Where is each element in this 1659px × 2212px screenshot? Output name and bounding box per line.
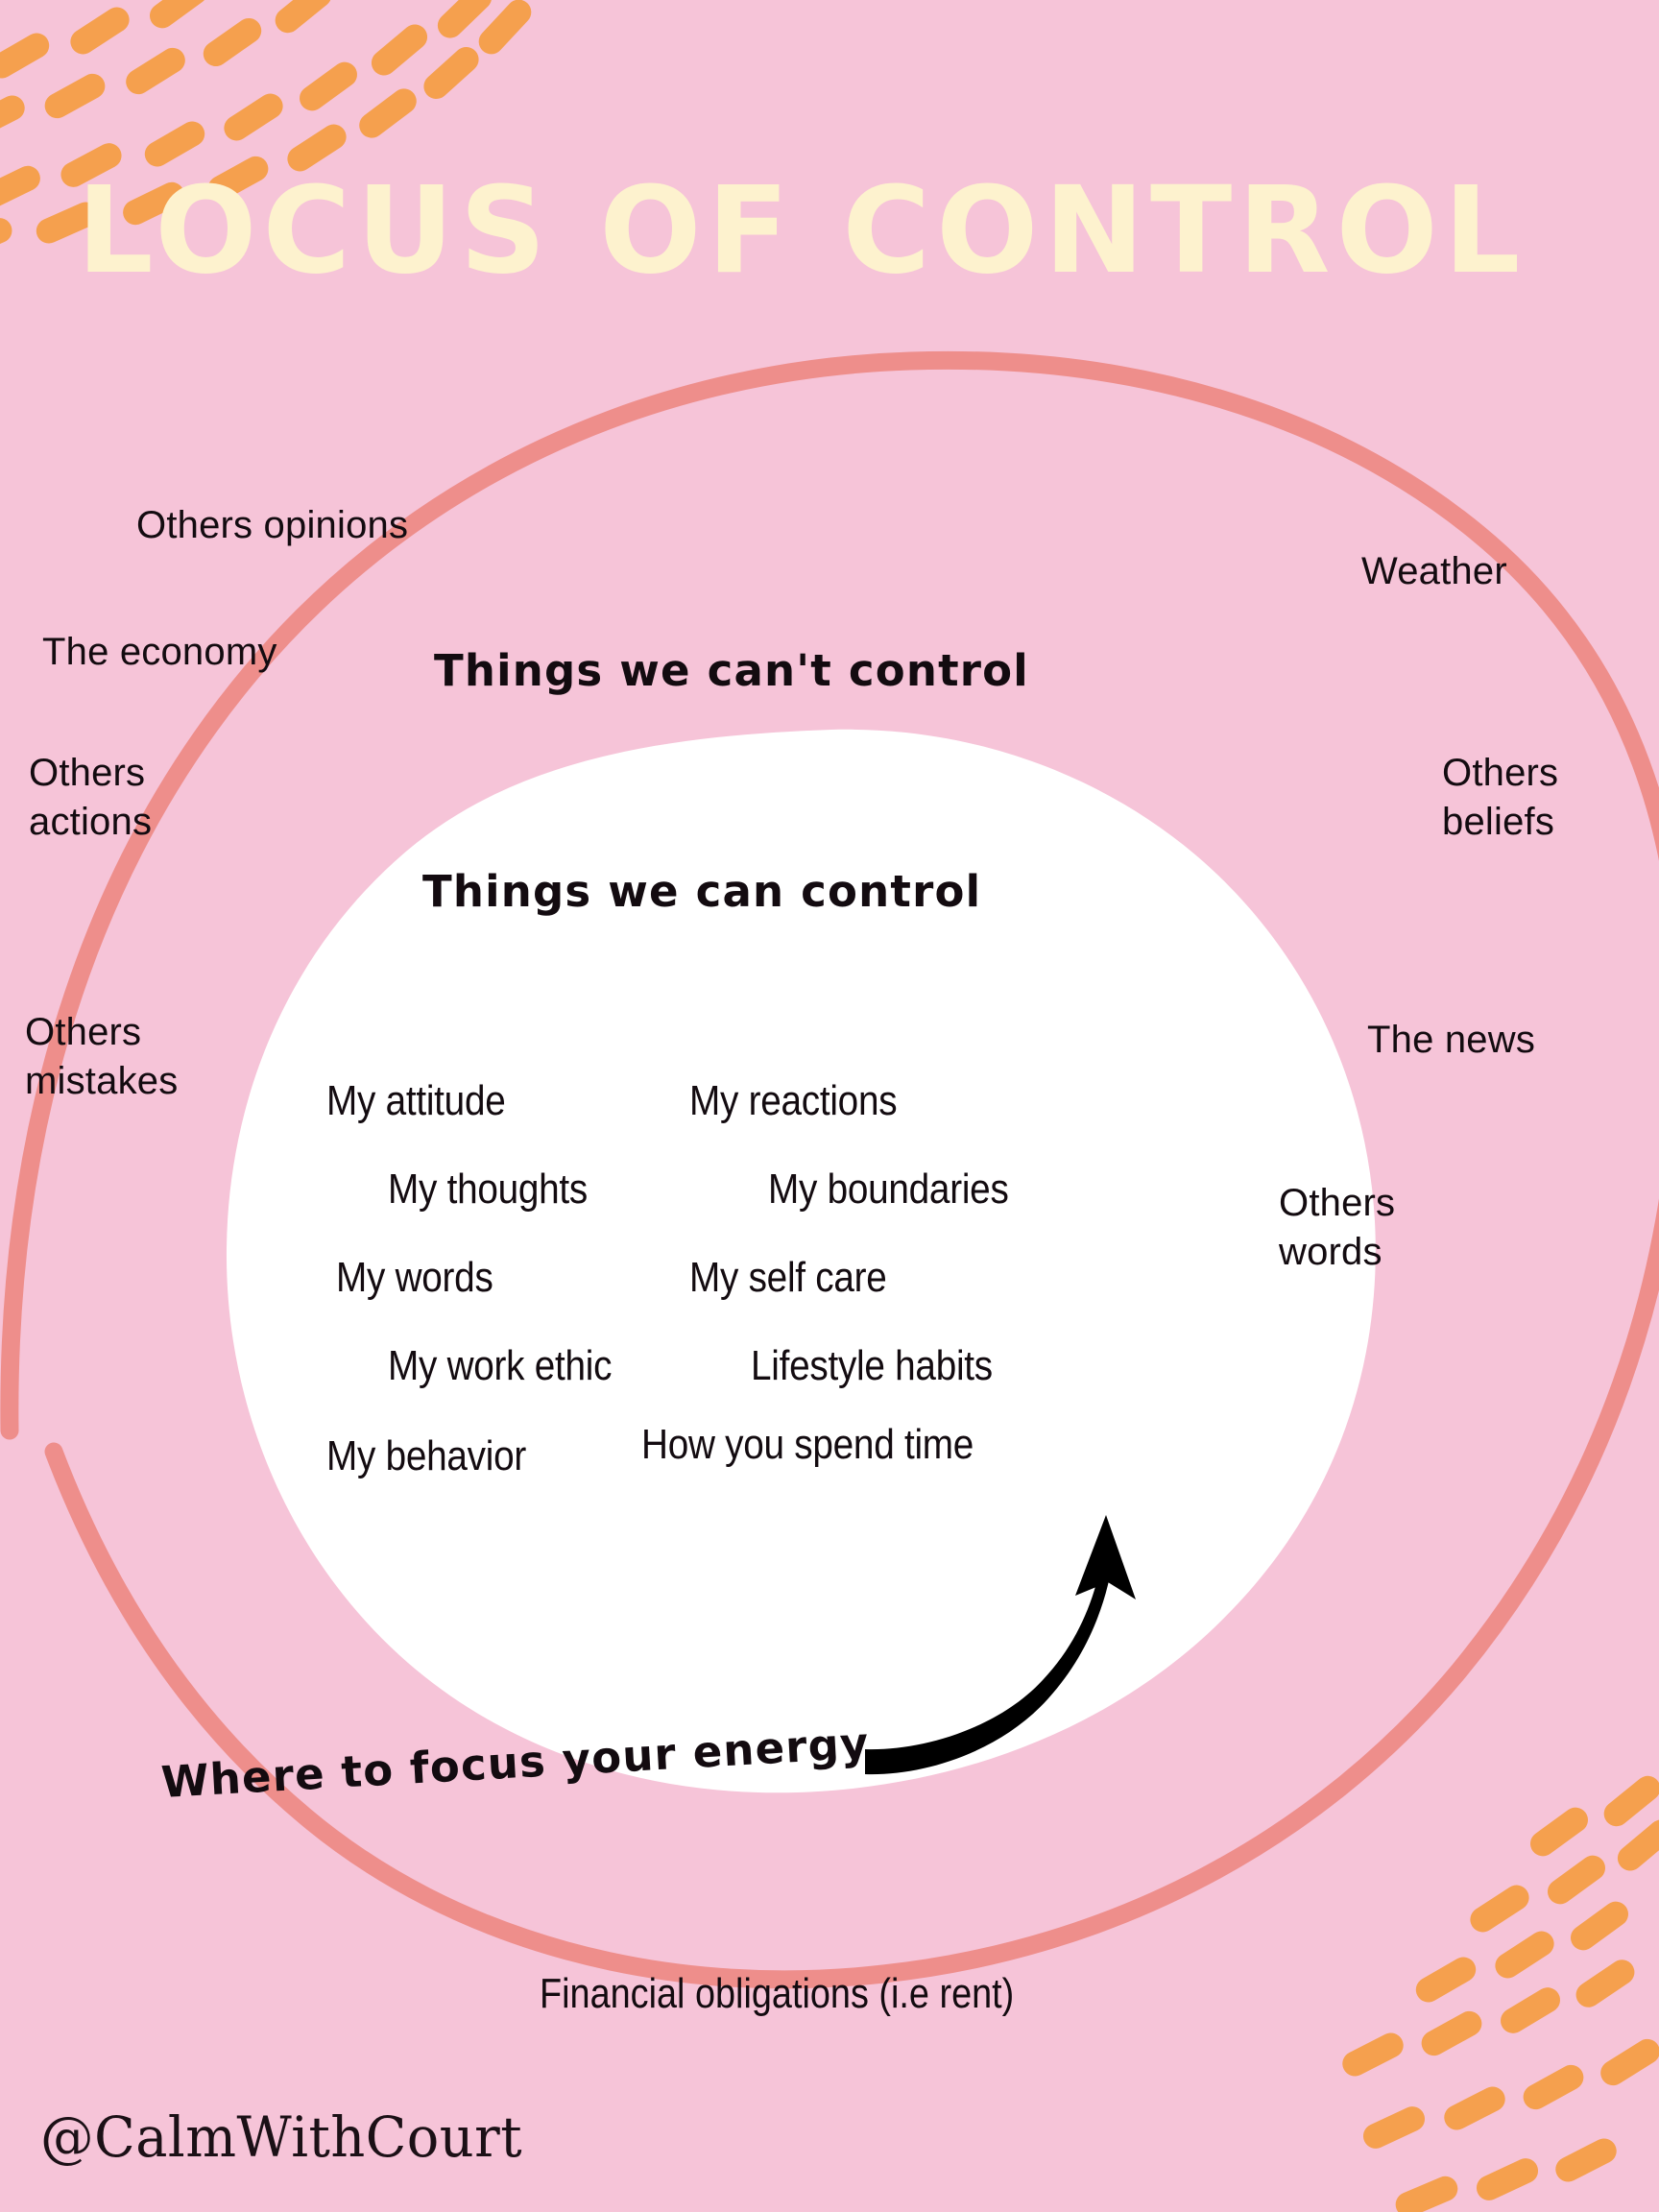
inner-heading: Things we can control xyxy=(422,866,982,917)
outer-item-others-mistakes: Others mistakes xyxy=(25,1011,179,1103)
page-title: Locus of Control xyxy=(77,161,1527,301)
inner-item-my-thoughts: My thoughts xyxy=(388,1166,589,1213)
inner-item-my-work-ethic: My work ethic xyxy=(388,1342,613,1389)
inner-item-my-words: My words xyxy=(336,1254,493,1301)
inner-item-my-reactions: My reactions xyxy=(689,1077,898,1124)
inner-item-lifestyle-habits: Lifestyle habits xyxy=(751,1342,993,1389)
outer-item-others-opinions: Others opinions xyxy=(136,504,409,546)
dashed-arc-decoration-icon xyxy=(1337,1770,1659,2212)
outer-heading: Things we can't control xyxy=(434,645,1029,696)
inner-item-my-boundaries: My boundaries xyxy=(768,1166,1009,1213)
outer-item-the-news: The news xyxy=(1367,1019,1536,1061)
account-watermark: @CalmWithCourt xyxy=(40,2104,523,2170)
outer-item-the-economy: The economy xyxy=(42,631,277,673)
outer-item-others-beliefs: Others beliefs xyxy=(1442,752,1559,844)
inner-item-how-you-spend-time: How you spend time xyxy=(641,1421,974,1468)
inner-item-my-attitude: My attitude xyxy=(326,1077,506,1124)
outer-circle-stroke xyxy=(0,350,1659,1989)
inner-item-my-behavior: My behavior xyxy=(326,1432,526,1479)
curved-up-arrow-icon xyxy=(865,1515,1136,1775)
outer-item-others-actions: Others actions xyxy=(29,752,153,844)
outer-item-financial-obligations: Financial obligations (i.e rent) xyxy=(540,1970,1015,2017)
outer-item-others-words: Others words xyxy=(1279,1182,1396,1274)
inner-item-my-self-care: My self care xyxy=(689,1254,887,1301)
inner-circle-shape xyxy=(226,729,1376,1793)
outer-item-weather: Weather xyxy=(1361,550,1507,592)
